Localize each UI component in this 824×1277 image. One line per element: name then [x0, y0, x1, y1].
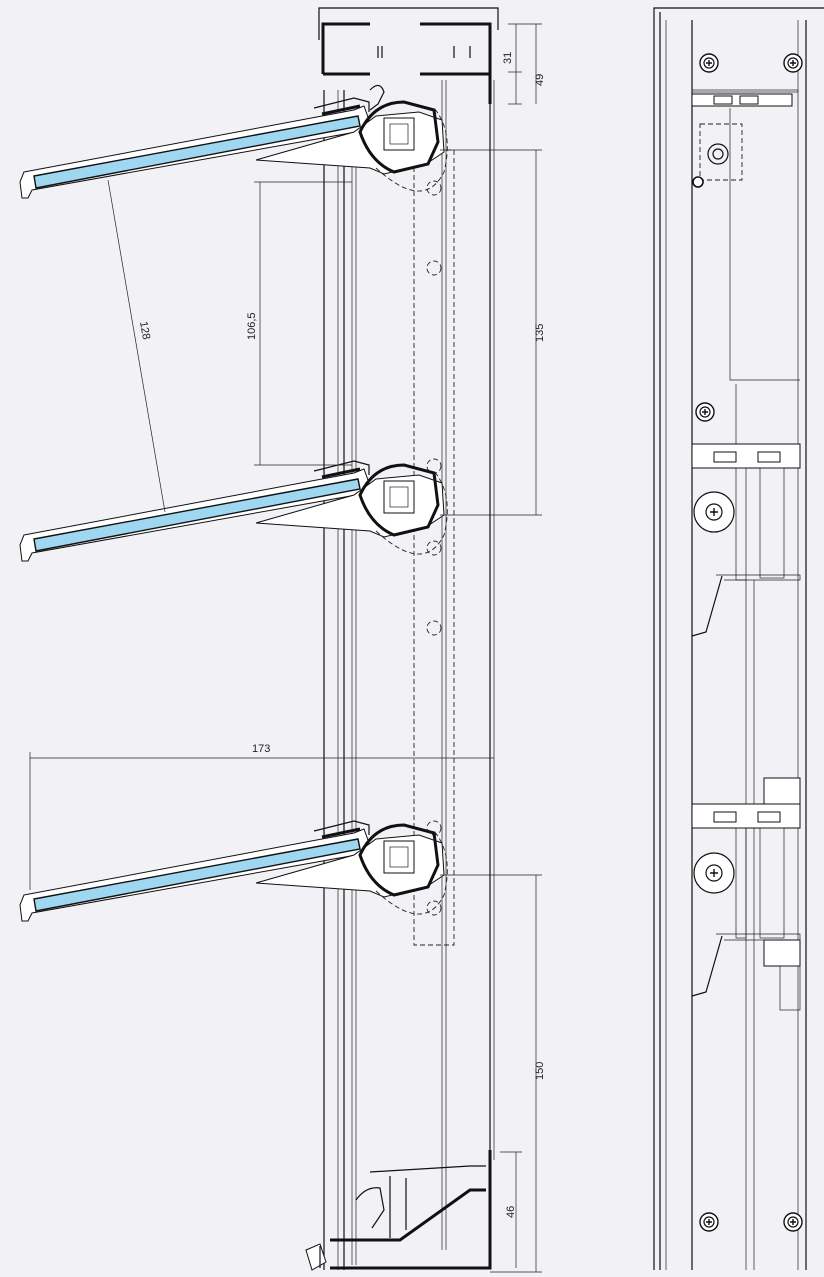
louvre-blade-middle [18, 459, 449, 563]
dimension-lines [29, 23, 542, 1273]
dim-128: 128 [137, 320, 152, 340]
screw-head-icon [783, 53, 803, 73]
screw-head-icon [695, 402, 715, 422]
dim-106-5: 106,5 [246, 312, 258, 340]
dim-46: 46 [505, 1206, 517, 1218]
dim-150: 150 [534, 1062, 546, 1080]
dim-49: 49 [534, 74, 546, 86]
left-frame [305, 7, 499, 1271]
louvre-blade-top [18, 96, 449, 200]
drive-bar-dashed [413, 149, 455, 946]
louvre-blade-bottom [18, 819, 449, 923]
screw-head-icon [699, 53, 719, 73]
dim-173: 173 [252, 743, 270, 755]
screw-head-icon [699, 1212, 719, 1232]
screw-head-icon [783, 1212, 803, 1232]
pivot-disc-icon [693, 852, 735, 894]
pivot-disc-icon [693, 491, 735, 533]
dim-31: 31 [502, 52, 514, 64]
right-side-elevation [653, 7, 824, 1270]
dim-135: 135 [534, 324, 546, 342]
dimension-labels: 31 49 135 106,5 128 173 150 46 [137, 52, 546, 1218]
